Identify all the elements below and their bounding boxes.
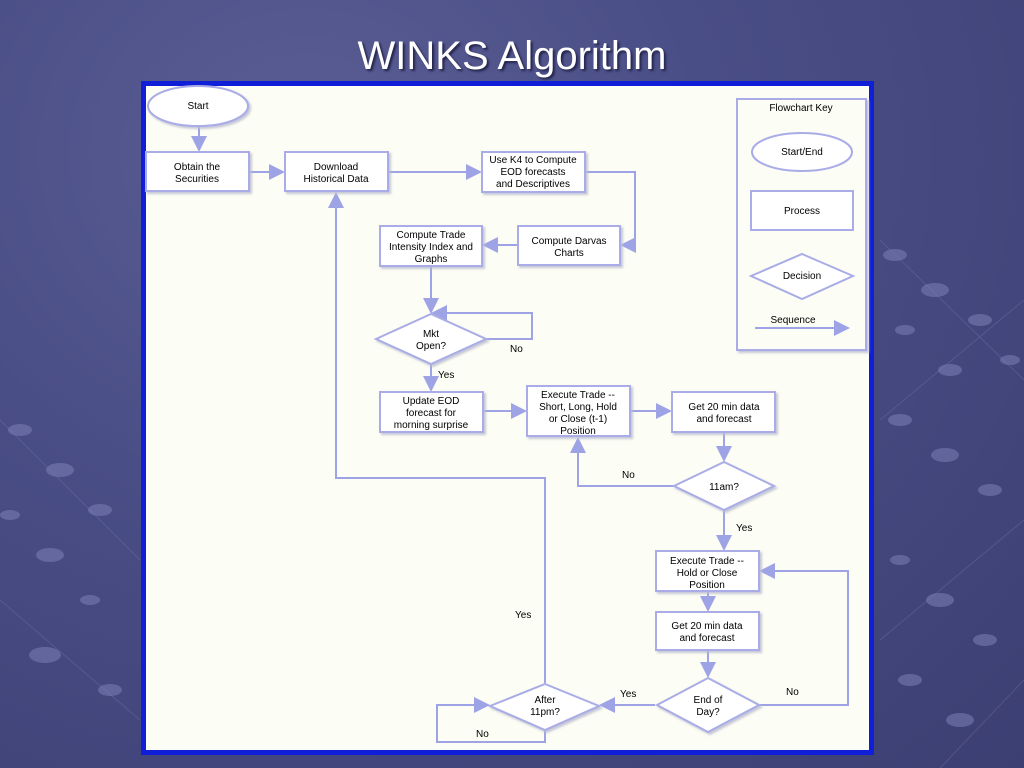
after-11pm-decision — [487, 682, 602, 732]
k4-compute-box — [481, 151, 586, 193]
obtain-label-line-2: Securities — [175, 174, 219, 185]
obtain-label-line-1: Obtain the — [174, 162, 221, 173]
eleven-am-label: 11am? — [709, 482, 739, 493]
darvas-label-line-1: Compute Darvas — [531, 236, 606, 247]
intensity-label-line-2: Intensity Index and — [389, 242, 473, 253]
arrow-eod-no-to-exec2 — [759, 563, 849, 706]
eleven-am-decision — [671, 460, 777, 512]
key-title: Flowchart Key — [769, 103, 832, 114]
arrow-mkt-no-loop — [431, 305, 533, 340]
get20a-label-line-1: Get 20 min data — [688, 402, 760, 413]
get-20min-a-box — [671, 391, 776, 433]
download-label-line-2: Historical Data — [303, 174, 368, 185]
key-process-label: Process — [784, 206, 820, 217]
end-of-day-no-label: No — [786, 687, 799, 698]
mkt-open-no-label: No — [510, 344, 523, 355]
update-eod-box — [379, 391, 484, 433]
end-of-day-yes-label: Yes — [620, 689, 636, 700]
get20b-label-line-1: Get 20 min data — [671, 621, 743, 632]
after-11-yes-label: Yes — [515, 610, 531, 621]
darvas-charts-box — [517, 225, 621, 266]
key-decision-shape — [748, 252, 856, 301]
arrow-11am-no-to-exec1 — [570, 437, 674, 487]
arrow-after11-yes-to-download — [328, 192, 546, 683]
end-of-day-label-line-2: Day? — [696, 707, 720, 718]
end-of-day-decision — [654, 676, 762, 734]
mkt-open-label-line-1: Mkt — [423, 329, 439, 340]
mkt-open-label-line-2: Open? — [416, 341, 446, 352]
trade-intensity-box — [379, 225, 483, 267]
update-eod-label-line-3: morning surprise — [394, 420, 469, 431]
arrow-k4-to-darvas — [585, 171, 636, 253]
download-label-line-1: Download — [314, 162, 358, 173]
start-label: Start — [187, 101, 208, 112]
k4-label-line-1: Use K4 to Compute — [489, 155, 577, 166]
key-process-shape — [750, 190, 854, 231]
execute-trade-1-box — [526, 385, 631, 437]
intensity-label-line-3: Graphs — [415, 254, 448, 265]
k4-label-line-2: EOD forecasts — [500, 167, 565, 178]
download-data-box — [284, 151, 389, 192]
intensity-label-line-1: Compute Trade — [397, 230, 466, 241]
after-11-label-line-2: 11pm? — [530, 707, 560, 718]
execute-1-label-line-3: or Close (t-1) — [549, 414, 607, 425]
update-eod-label-line-1: Update EOD — [403, 396, 460, 407]
after-11-no-label: No — [476, 729, 489, 740]
eleven-am-yes-label: Yes — [736, 523, 752, 534]
eleven-am-no-label: No — [622, 470, 635, 481]
mkt-open-yes-label: Yes — [438, 370, 454, 381]
get-20min-b-box — [655, 611, 760, 651]
key-start-end-label: Start/End — [781, 147, 823, 158]
mkt-open-decision — [373, 312, 489, 366]
arrow-after11-no-loop — [436, 697, 546, 743]
key-decision-label: Decision — [783, 271, 821, 282]
execute-1-label-line-1: Execute Trade -- — [541, 390, 615, 401]
execute-2-label-line-1: Execute Trade -- — [670, 556, 744, 567]
get20a-label-line-2: and forecast — [696, 414, 751, 425]
slide-title: WINKS Algorithm — [357, 34, 667, 78]
end-of-day-label-line-1: End of — [694, 695, 723, 706]
start-terminal — [147, 85, 249, 127]
execute-trade-2-box — [655, 550, 760, 592]
obtain-securities-box — [145, 151, 250, 192]
k4-label-line-3: and Descriptives — [496, 179, 570, 190]
execute-2-label-line-3: Position — [689, 580, 725, 591]
execute-1-label-line-4: Position — [560, 426, 596, 437]
darvas-label-line-2: Charts — [554, 248, 583, 259]
key-sequence-label: Sequence — [770, 315, 815, 326]
update-eod-label-line-2: forecast for — [406, 408, 457, 419]
execute-2-label-line-2: Hold or Close — [677, 568, 738, 579]
after-11-label-line-1: After — [534, 695, 556, 706]
key-start-end-shape — [751, 132, 853, 172]
get20b-label-line-2: and forecast — [679, 633, 734, 644]
execute-1-label-line-2: Short, Long, Hold — [539, 402, 617, 413]
